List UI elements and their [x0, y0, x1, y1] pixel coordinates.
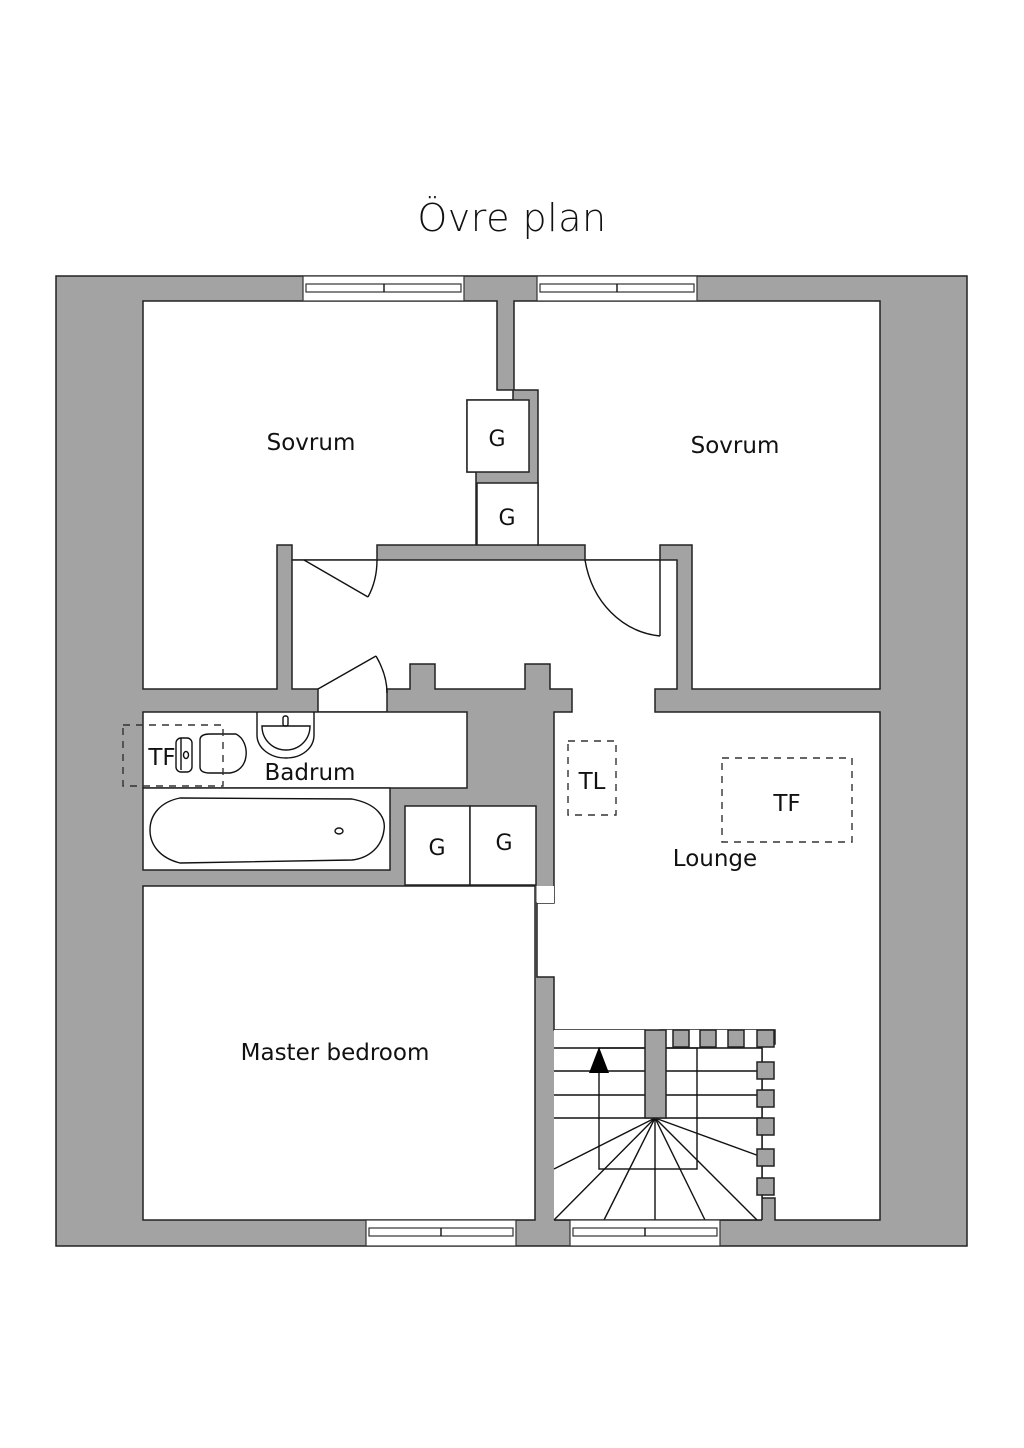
door-badrum: [317, 655, 388, 694]
door-sovrum-left: [303, 559, 378, 598]
window-top-left: [302, 275, 465, 302]
room-badrum: [142, 711, 468, 789]
door-sovrum-right: [584, 559, 661, 637]
stair-center-post: [644, 1029, 667, 1119]
label-closet-g3: G: [428, 836, 445, 861]
window-bottom-right: [569, 1219, 721, 1247]
bathtub-area: [142, 787, 391, 871]
sink-basin: [261, 725, 311, 751]
plan-title: Övre plan: [417, 196, 607, 240]
toilet-tank: [175, 737, 193, 773]
stair-up-arrow-icon: [589, 1047, 609, 1073]
sink-tap: [282, 715, 289, 727]
bathtub-drain: [334, 827, 344, 835]
tl-marker: [567, 740, 617, 816]
label-tf-bath: TF: [147, 745, 175, 771]
label-tl: TL: [578, 769, 606, 795]
closet-g3: [404, 805, 471, 886]
stair-railing: [672, 1029, 775, 1196]
sink: [256, 712, 315, 759]
label-lounge: Lounge: [673, 846, 757, 872]
label-badrum: Badrum: [265, 760, 356, 786]
closet-g1: [466, 399, 530, 473]
toilet: [199, 733, 247, 774]
label-tf-lounge: TF: [772, 791, 800, 817]
closet-g4: [469, 805, 537, 886]
toilet-flush: [182, 750, 190, 760]
room-master-bedroom: [142, 885, 536, 1221]
closet-g2: [476, 482, 539, 546]
room-sovrum-left: [142, 300, 514, 690]
label-master-bedroom: Master bedroom: [241, 1040, 430, 1066]
label-closet-g1: G: [488, 427, 505, 452]
window-top-right: [536, 275, 698, 302]
room-hallway: [291, 559, 881, 1221]
tf-bath-marker: [122, 724, 224, 787]
bathtub: [149, 797, 385, 864]
label-sovrum-right: Sovrum: [691, 433, 780, 459]
label-sovrum-left: Sovrum: [267, 430, 356, 456]
tf-lounge-marker: [721, 757, 853, 843]
label-closet-g2: G: [498, 506, 515, 531]
label-closet-g4: G: [495, 831, 512, 856]
window-bottom-left: [365, 1219, 517, 1247]
gap-fill: [537, 886, 554, 903]
